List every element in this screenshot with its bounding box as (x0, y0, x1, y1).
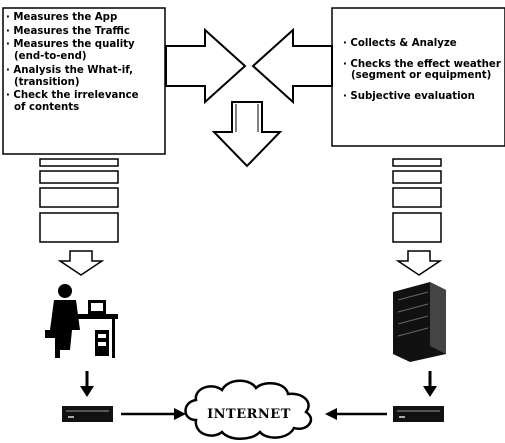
left-box-item-line: of contents (14, 102, 80, 114)
left-box-item-line: · Measures the Traffic (6, 25, 130, 37)
right-network-device-icon (393, 406, 444, 422)
right-box-item: · Subjective evaluation (343, 91, 505, 103)
left-report-stack (39, 158, 119, 243)
left-info-box (2, 7, 166, 155)
right-box-list: · Collects & Analyze · Checks the effect … (343, 38, 505, 112)
right-report-stack (392, 158, 442, 243)
right-box-item-line: (segment or equipment) (351, 70, 492, 82)
left-down-connector-arrow (80, 371, 94, 397)
right-down-connector-arrow (423, 371, 437, 397)
right-pointing-arrow (165, 27, 247, 105)
left-box-item: · Measures the Traffic (6, 26, 166, 38)
left-box-item-line: · Analysis the What-if, (6, 64, 134, 76)
center-down-arrow (211, 101, 283, 168)
person-at-computer-icon (45, 284, 118, 358)
left-pointing-arrow (251, 27, 333, 105)
left-box-item: · Measures the quality(end-to-end) (6, 39, 166, 62)
left-box-item-line: (transition) (14, 76, 80, 88)
right-box-item-line: · Collects & Analyze (343, 38, 457, 49)
internet-cloud: INTERNET (184, 379, 313, 440)
right-box-item: · Checks the effect weather(segment or e… (343, 59, 505, 82)
internet-label: INTERNET (207, 407, 291, 422)
left-box-item-line: (end-to-end) (14, 51, 87, 63)
right-small-down-arrow (395, 250, 443, 276)
left-box-item: · Analysis the What-if,(transition) (6, 65, 166, 88)
left-box-item-line: · Measures the quality (6, 39, 135, 51)
right-to-cloud-arrow (325, 408, 387, 420)
left-to-cloud-arrow (121, 408, 186, 420)
left-network-device-icon (62, 406, 113, 422)
left-box-item: · Measures the App (6, 12, 166, 24)
left-small-down-arrow (57, 250, 105, 276)
right-box-item-line: · Subjective evaluation (343, 91, 475, 103)
left-box-item-line: · Measures the App (6, 12, 118, 23)
server-rack-icon (393, 282, 446, 362)
right-box-item-line: · Checks the effect weather (343, 58, 501, 70)
right-info-box (331, 7, 505, 147)
left-box-item-line: · Check the irrelevance (6, 90, 139, 102)
left-box-list: · Measures the App · Measures the Traffic… (6, 12, 166, 116)
right-box-item: · Collects & Analyze (343, 38, 505, 50)
